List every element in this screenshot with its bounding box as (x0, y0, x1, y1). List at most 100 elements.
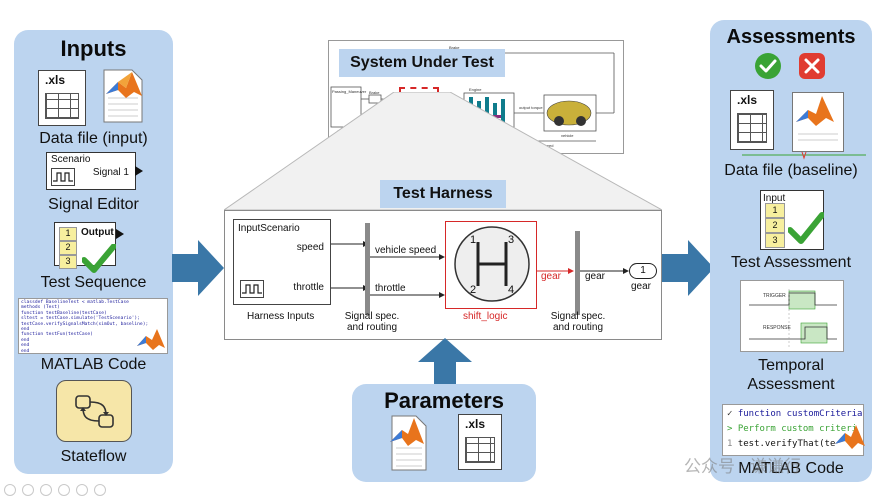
gear-label: gear (585, 271, 606, 282)
zoom-callout (224, 92, 662, 211)
input-scenario-block: InputScenario speed throttle (233, 219, 331, 305)
matlab-code-snippet: classdef BaselineTest < matlab.TestCase … (18, 298, 168, 354)
code-line: function testBaseline(testCase) (21, 310, 107, 316)
gear-number-1: 1 (470, 234, 477, 246)
response-label: RESPONSE (763, 325, 791, 331)
code-line: end (21, 327, 30, 333)
sut-label: Brake (449, 45, 460, 50)
signal-spec-right-label: Signal spec. and routing (550, 311, 606, 333)
code-line: sltest = testCase.simulate('TestScenario… (21, 316, 140, 322)
harness-inputs-label: Harness Inputs (247, 311, 315, 322)
input-scenario-title: InputScenario (238, 223, 300, 234)
sut-label: Passing_Maneuver (332, 89, 367, 94)
gear-shift-knob-icon (454, 226, 530, 302)
stateflow-icon (75, 395, 114, 428)
output-flow-arrow (662, 240, 714, 296)
inputs-panel: Inputs .xls Data file (input) Scenario S… (14, 30, 173, 474)
code-line: 1 test.verifyThat(te (727, 439, 836, 449)
sut-label: Engine (469, 87, 482, 92)
output-port-label: gear (631, 281, 652, 292)
throttle-label: throttle (375, 283, 406, 294)
test-sequence-label: Test Sequence (40, 274, 147, 291)
toolbar-pen-icon[interactable] (22, 484, 34, 496)
signal-editor-label: Signal Editor (48, 196, 139, 213)
test-harness-diagram: InputScenario speed throttle Harness Inp… (224, 210, 662, 340)
parameters-flow-arrow (418, 338, 472, 386)
matlab-code-label: MATLAB Code (40, 356, 147, 373)
code-line: classdef BaselineTest < matlab.TestCase (21, 300, 129, 305)
waveform-icon (51, 168, 75, 186)
output-label: Output (81, 227, 114, 238)
xls-file-icon: .xls (38, 70, 86, 126)
signal-editor-block: Scenario Signal 1 (46, 152, 143, 190)
code-line: end (21, 337, 30, 343)
code-line: testCase.verifySignalsMatch(simOut, base… (21, 321, 149, 327)
sequence-row-3: 3 (59, 255, 77, 269)
temporal-assessment-chart: TRIGGER RESPONSE (740, 280, 844, 352)
pass-check-icon (755, 53, 781, 79)
toolbar-view-icon[interactable] (40, 484, 52, 496)
matlab-file-icon (103, 69, 143, 123)
assessment-input-label: Input (763, 193, 786, 204)
gear-number-4: 4 (508, 284, 515, 296)
matlab-file-icon (792, 92, 844, 152)
input-flow-arrow (172, 240, 224, 296)
sut-title: System Under Test (339, 49, 505, 77)
code-line: methods (Test) (21, 305, 60, 311)
signal-editor-block-title: Scenario (51, 154, 91, 165)
gear-number-3: 3 (508, 234, 515, 246)
assessments-panel: Assessments .xls Data file (baseline) In… (710, 20, 872, 482)
signal-spec-left-label: Signal spec. and routing (344, 311, 400, 333)
output-port-icon (135, 166, 143, 176)
code-line: end (21, 343, 30, 349)
signal-editor-block-signal: Signal 1 (92, 167, 129, 178)
toolbar-menu-icon[interactable] (76, 484, 88, 496)
sut-label: vehicle (561, 133, 574, 138)
toolbar-next-icon[interactable] (94, 484, 106, 496)
custom-criteria-code: ✓ function customCriteria > Perform cust… (722, 404, 864, 456)
toolbar-prev-icon[interactable] (4, 484, 16, 496)
assessment-row-2: 2 (765, 218, 785, 233)
xls-file-icon: .xls (458, 414, 502, 470)
assessment-row-1: 1 (765, 203, 785, 218)
port-speed-label: speed (296, 242, 324, 253)
sut-label: Brake (369, 90, 380, 95)
matlab-logo-icon (137, 329, 165, 350)
stateflow-block (56, 380, 132, 442)
xls-file-icon: .xls (730, 90, 774, 150)
output-port-icon (116, 229, 124, 239)
matlab-file-icon (390, 415, 427, 471)
test-sequence-block: 1 2 3 Output (54, 222, 124, 269)
playback-toolbar[interactable] (4, 484, 114, 496)
sequence-row-1: 1 (59, 227, 77, 241)
test-assessment-block: Input 1 2 3 (760, 190, 824, 250)
test-assessment-label: Test Assessment (730, 254, 852, 271)
harness-wiring (331, 223, 629, 315)
parameters-panel: Parameters .xls (352, 384, 536, 482)
shift-logic-block: 1 2 3 4 (445, 221, 537, 309)
trigger-label: TRIGGER (763, 293, 786, 299)
stateflow-label: Stateflow (60, 448, 127, 465)
sut-label: output torque (519, 105, 543, 110)
signal-waveform-icon (240, 280, 264, 298)
test-harness-title: Test Harness (380, 180, 506, 208)
port-throttle-label: throttle (293, 282, 324, 293)
code-line: function testFun(testCase) (21, 332, 93, 338)
check-icon (82, 244, 116, 273)
data-file-input-label: Data file (input) (39, 130, 148, 147)
code-line: end (21, 348, 30, 354)
data-file-baseline-label: Data file (baseline) (724, 162, 858, 179)
toolbar-zoom-icon[interactable] (58, 484, 70, 496)
fail-cross-icon (799, 53, 825, 79)
gear-red-label: gear (541, 271, 562, 282)
sequence-row-2: 2 (59, 241, 77, 255)
inputs-title: Inputs (60, 36, 127, 61)
assessment-matlab-code-label: MATLAB Code (738, 460, 844, 477)
baseline-signal-icon (742, 151, 866, 160)
matlab-logo-icon (835, 425, 865, 449)
temporal-assessment-label: Temporal Assessment (747, 357, 835, 393)
check-icon (788, 212, 824, 244)
shift-logic-label: shift_logic (463, 311, 508, 322)
gear-number-2: 2 (470, 284, 477, 296)
code-line: ✓ function customCriteria (727, 409, 863, 419)
